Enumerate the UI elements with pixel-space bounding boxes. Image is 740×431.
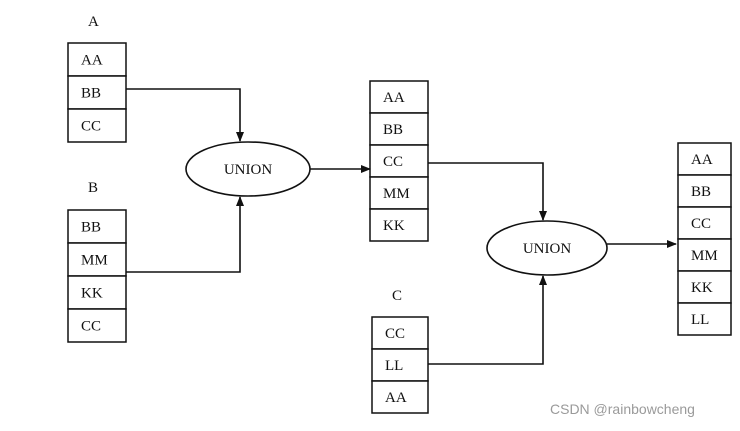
- union-label-2: UNION: [523, 241, 571, 257]
- set-c-cell-text: AA: [385, 390, 407, 406]
- final-cell-box: [677, 174, 732, 208]
- set-b-cell: BB: [67, 209, 127, 244]
- union-oval-2: [486, 220, 608, 276]
- final-cell-box: [677, 238, 732, 272]
- set-b-table: BB MM KK CC: [67, 209, 127, 343]
- final-cell: BB: [677, 174, 732, 208]
- final-cell: KK: [677, 270, 732, 304]
- result1-cell-box: [369, 112, 429, 146]
- arrow-b-to-union1: [126, 196, 244, 273]
- result1-cell-text: AA: [383, 90, 405, 106]
- set-b-cell-box: [67, 308, 127, 343]
- set-a-cell: BB: [67, 75, 127, 110]
- final-union-result-table: AA BB CC MM KK LL: [677, 142, 732, 336]
- set-b-cell: CC: [67, 308, 127, 343]
- final-cell-box: [677, 206, 732, 240]
- set-b-label: B: [88, 180, 98, 196]
- set-b-cell-text: BB: [81, 220, 101, 236]
- set-a-cell-text: AA: [81, 53, 103, 69]
- first-union-result-table: AA BB CC MM KK: [369, 80, 429, 242]
- set-c-cell: CC: [371, 316, 429, 350]
- final-cell-box: [677, 302, 732, 336]
- result1-cell-text: CC: [383, 154, 403, 170]
- result1-cell: AA: [369, 80, 429, 114]
- set-a-cell-text: BB: [81, 86, 101, 102]
- result1-cell: MM: [369, 176, 429, 210]
- union-operator-2: UNION: [486, 220, 608, 276]
- final-cell: LL: [677, 302, 732, 336]
- result1-cell: CC: [369, 144, 429, 178]
- set-a-label: A: [88, 14, 99, 30]
- watermark: CSDN @rainbowcheng: [550, 401, 695, 417]
- final-cell-text: KK: [691, 280, 713, 296]
- final-cell-text: CC: [691, 216, 711, 232]
- set-c-cell-text: LL: [385, 358, 403, 374]
- set-b-cell-box: [67, 209, 127, 244]
- result1-cell-text: KK: [383, 218, 405, 234]
- set-c-cell-text: CC: [385, 326, 405, 342]
- connectors: [126, 88, 677, 365]
- set-b-cell-text: KK: [81, 286, 103, 302]
- set-c-table: CC LL AA: [371, 316, 429, 414]
- final-cell: MM: [677, 238, 732, 272]
- set-b-cell-text: CC: [81, 319, 101, 335]
- arrow-a-to-union1: [126, 88, 244, 142]
- result1-cell-box: [369, 80, 429, 114]
- result1-cell: BB: [369, 112, 429, 146]
- set-c-cell-box: [371, 316, 429, 350]
- result1-cell-box: [369, 208, 429, 242]
- result1-cell-text: BB: [383, 122, 403, 138]
- final-cell-box: [677, 142, 732, 176]
- result1-cell-text: MM: [383, 186, 410, 202]
- set-b-cell-box: [67, 275, 127, 310]
- set-b-cell: MM: [67, 242, 127, 277]
- union-operator-1: UNION: [185, 141, 311, 197]
- set-b-cell-text: MM: [81, 253, 108, 269]
- set-c-cell: AA: [371, 380, 429, 414]
- final-cell-text: AA: [691, 152, 713, 168]
- final-cell-box: [677, 270, 732, 304]
- set-a-cell: CC: [67, 108, 127, 143]
- set-a-cell: AA: [67, 42, 127, 77]
- set-b-cell: KK: [67, 275, 127, 310]
- result1-cell-box: [369, 176, 429, 210]
- set-c-cell: LL: [371, 348, 429, 382]
- final-cell: AA: [677, 142, 732, 176]
- result1-cell: KK: [369, 208, 429, 242]
- set-a-cell-box: [67, 42, 127, 77]
- set-a-cell-box: [67, 108, 127, 143]
- arrow-result1-to-union2: [428, 162, 547, 221]
- union-label-1: UNION: [224, 162, 272, 178]
- set-a-table: AA BB CC: [67, 42, 127, 143]
- final-cell-text: MM: [691, 248, 718, 264]
- final-cell-text: BB: [691, 184, 711, 200]
- set-c-label: C: [392, 288, 402, 304]
- set-a-cell-text: CC: [81, 119, 101, 135]
- set-c-cell-box: [371, 380, 429, 414]
- final-cell: CC: [677, 206, 732, 240]
- arrow-c-to-union2: [428, 275, 547, 365]
- final-cell-text: LL: [691, 312, 709, 328]
